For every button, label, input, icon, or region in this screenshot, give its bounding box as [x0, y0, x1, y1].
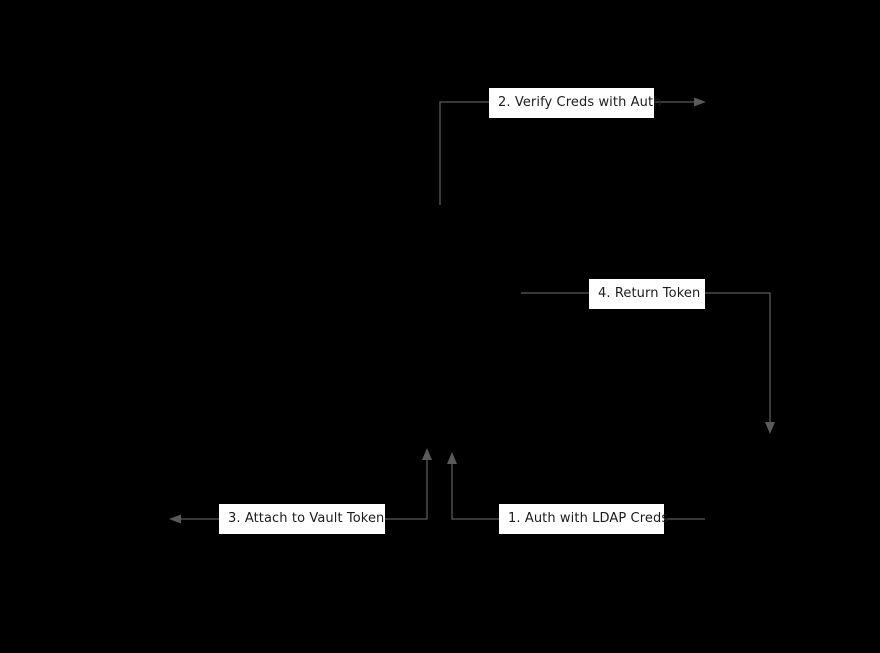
- edge-attach-vault-token-arrowhead: [169, 514, 181, 524]
- edge-label-step-1: 1. Auth with LDAP Creds: [499, 504, 668, 534]
- edge-verify-creds-arrowhead: [694, 97, 706, 107]
- edge-auth-ldap-creds-arrowhead: [447, 452, 457, 464]
- edge-attach-vault-token-up-arrowhead: [422, 448, 432, 460]
- edge-label-step-3: 3. Attach to Vault Token: [219, 504, 385, 534]
- edge-label-step-2: 2. Verify Creds with Auth: [489, 88, 661, 118]
- edge-label-step-4: 4. Return Token: [589, 279, 705, 309]
- edge-return-token-line: [521, 292, 771, 428]
- edge-return-token-arrowhead: [765, 422, 775, 434]
- edge-return-token: [521, 292, 775, 434]
